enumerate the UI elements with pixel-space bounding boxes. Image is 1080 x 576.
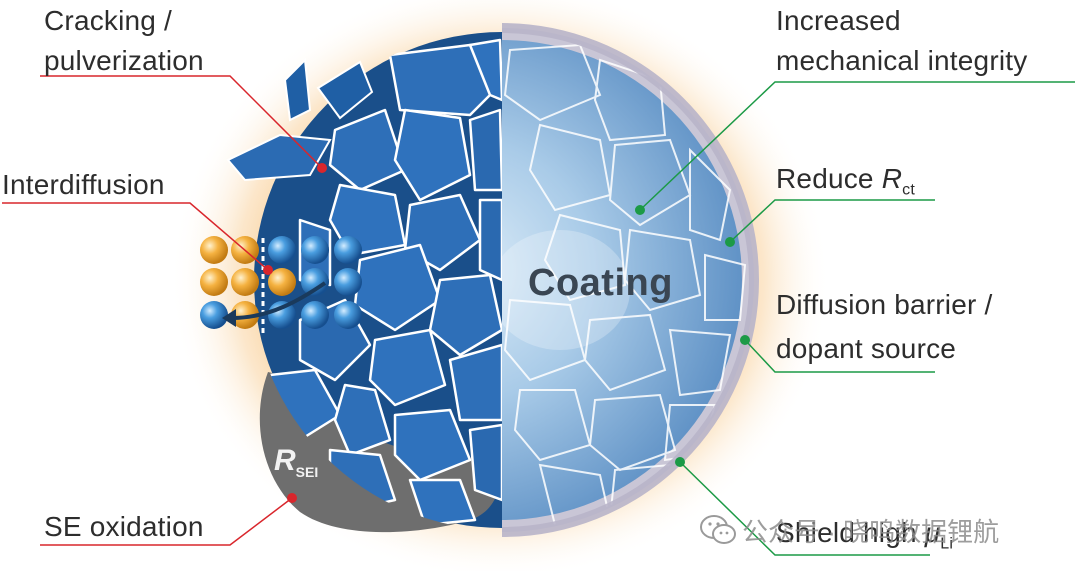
leader-shield (679, 461, 930, 556)
label-rsei: RSEI (274, 444, 319, 480)
leader-mechanical (639, 81, 1075, 211)
leader-interdiffusion (2, 202, 269, 271)
label-diffusion-barrier-line2: dopant source (776, 333, 957, 364)
fragment (316, 60, 374, 120)
leader-diffusion-barrier (744, 339, 935, 373)
label-interdiffusion: Interdiffusion (2, 169, 165, 200)
watermark-text: 公众号 · 晓鸣数据锂航 (742, 517, 1000, 547)
label-shield: Shield high μLi (776, 517, 954, 553)
label-cracking-line1: Cracking / (44, 5, 173, 36)
label-reduce-rct: Reduce Rct (776, 163, 915, 199)
atom-lattice (200, 236, 362, 335)
label-cracking-line2: pulverization (44, 45, 204, 76)
label-mechanical-line2: mechanical integrity (776, 45, 1028, 76)
leader-reduce-rct (729, 199, 935, 243)
wechat-icon (700, 515, 736, 544)
fragment (226, 133, 332, 182)
leader-cracking (40, 75, 323, 169)
label-diffusion-barrier-line1: Diffusion barrier / (776, 289, 993, 320)
label-coating: Coating (528, 262, 673, 304)
leader-se-oxidation (40, 497, 293, 546)
fragment (283, 57, 312, 122)
label-mechanical-line1: Increased (776, 5, 901, 36)
label-se-oxidation: SE oxidation (44, 511, 204, 542)
